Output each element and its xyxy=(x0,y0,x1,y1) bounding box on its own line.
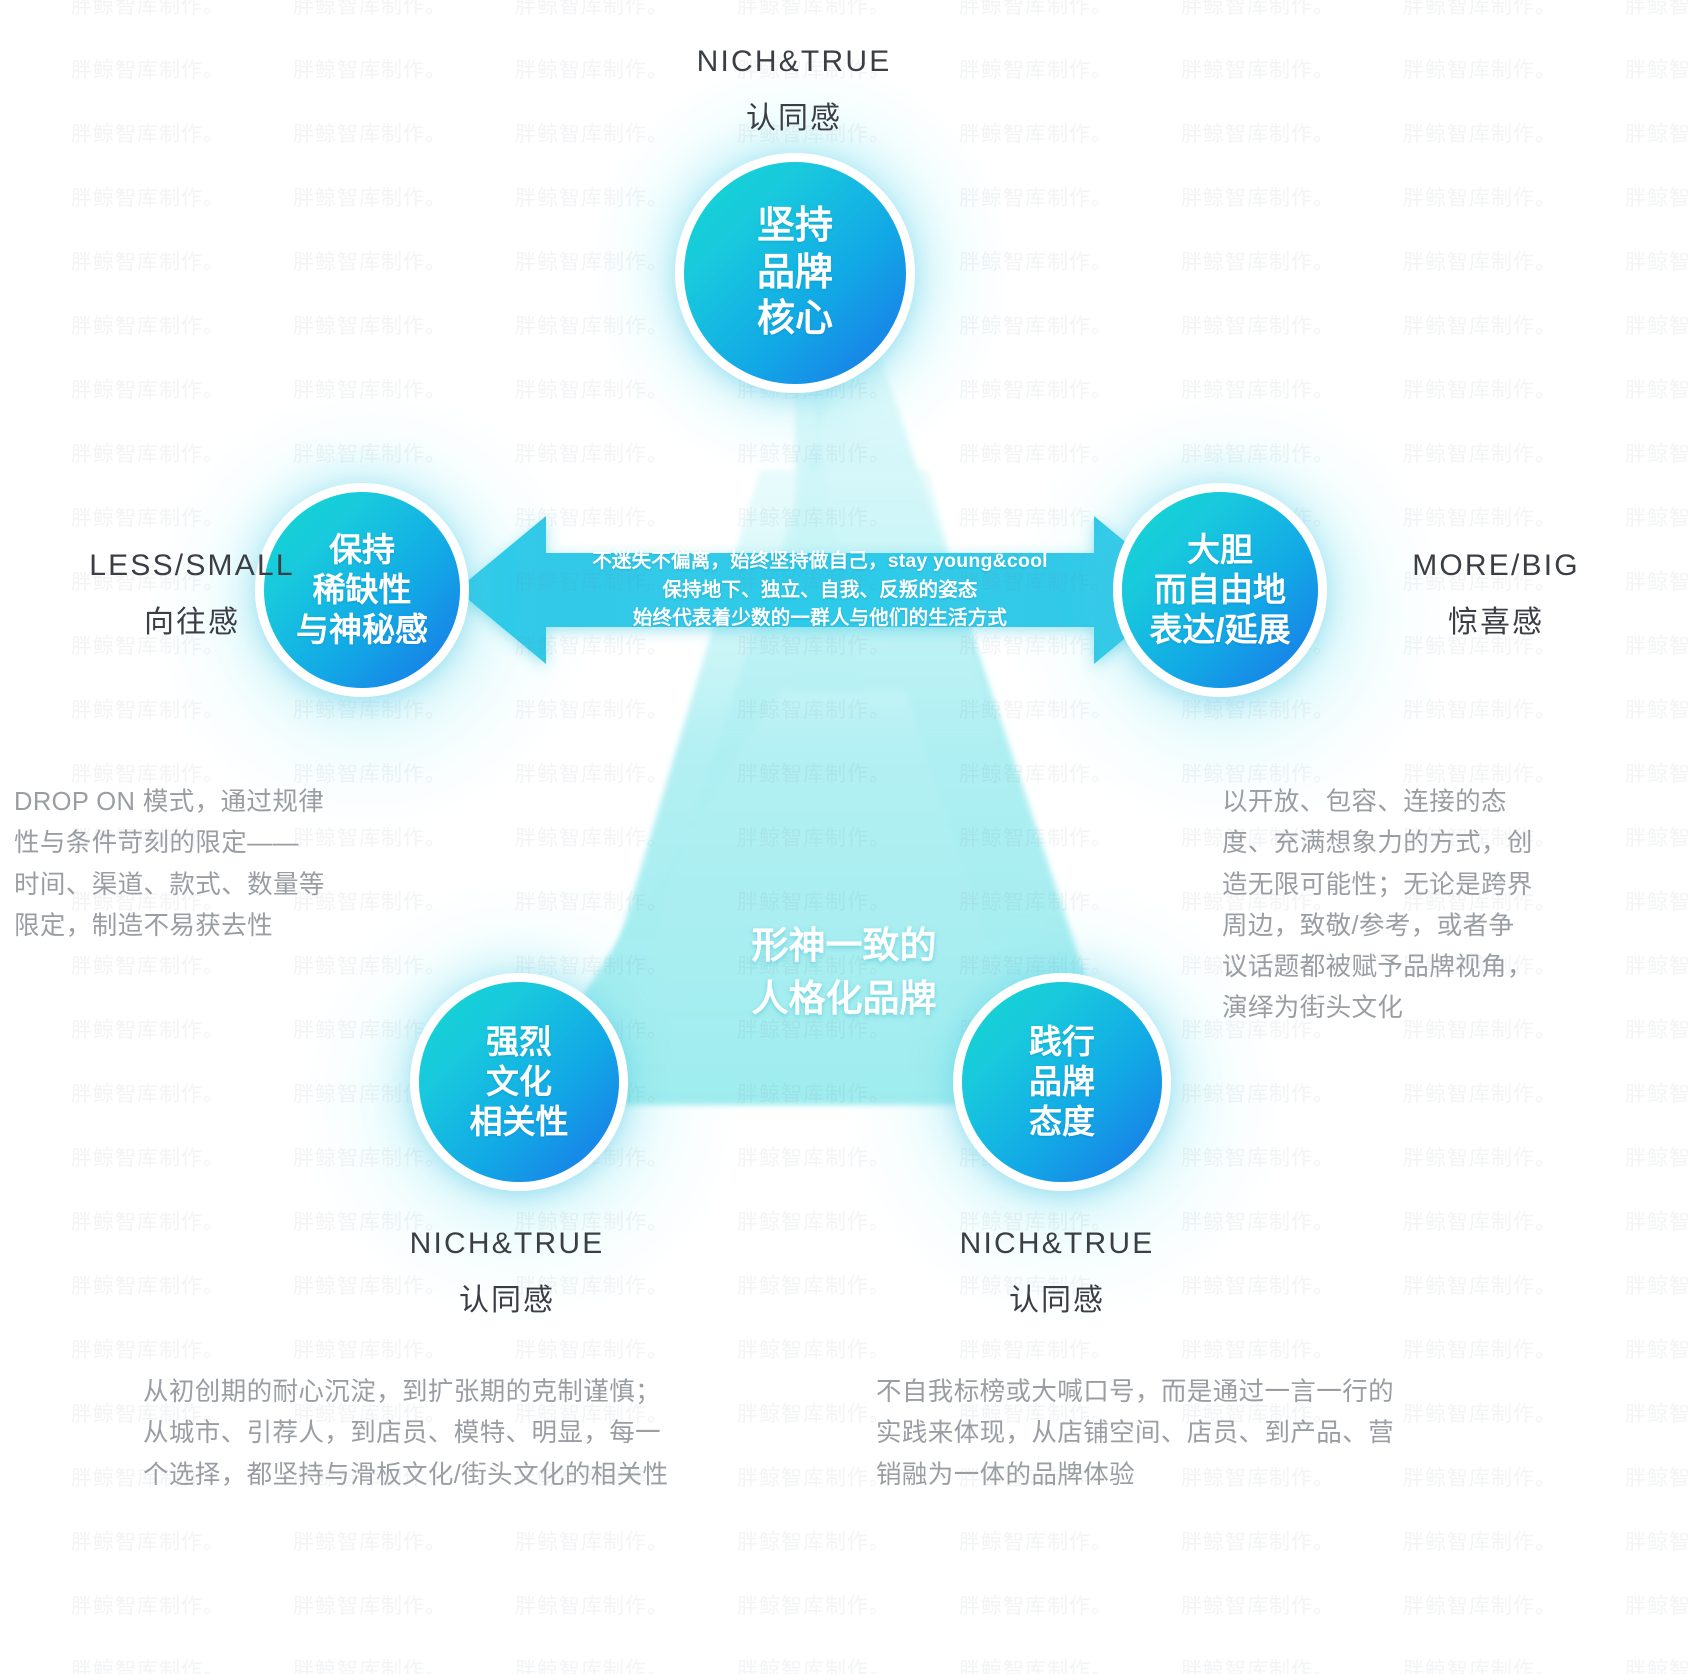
corner-label-right-cn: 惊喜感 xyxy=(1448,606,1544,639)
paragraph-bottom-right: 不自我标榜或大喊口号，而是通过一言一行的 实践来体现，从店铺空间、店员、到产品、… xyxy=(876,1378,1395,1489)
paragraph-left: DROP ON 模式，通过规律 性与条件苛刻的限定—— 时间、渠道、款式、数量等… xyxy=(14,788,325,940)
node-scarcity-label: 保持 稀缺性 与神秘感 xyxy=(296,530,428,649)
corner-label-top: NICH&TRUE 认同感 xyxy=(594,42,994,137)
corner-label-right: MORE/BIG 惊喜感 xyxy=(1296,546,1688,641)
paragraph-right: 以开放、包容、连接的态 度、充满想象力的方式，创 造无限可能性；无论是跨界 周边… xyxy=(1222,788,1533,1023)
arrow-statement: 不迷失不偏离，始终坚持做自己，stay young&cool 保持地下、独立、自… xyxy=(592,550,1048,630)
corner-label-bottom-left-en: NICH&TRUE xyxy=(409,1227,605,1260)
corner-label-left-en: LESS/SMALL xyxy=(89,549,295,582)
node-brand-attitude[interactable]: 践行 品牌 态度 xyxy=(962,982,1162,1182)
node-scarcity[interactable]: 保持 稀缺性 与神秘感 xyxy=(264,492,460,688)
node-culture-relevance-label: 强烈 文化 相关性 xyxy=(469,1022,569,1141)
double-arrow xyxy=(459,516,1181,664)
corner-label-bottom-right-en: NICH&TRUE xyxy=(959,1227,1155,1260)
corner-label-right-en: MORE/BIG xyxy=(1412,549,1580,582)
corner-label-bottom-left-cn: 认同感 xyxy=(459,1284,555,1317)
corner-label-left-cn: 向往感 xyxy=(144,606,240,639)
corner-label-top-en: NICH&TRUE xyxy=(696,45,892,78)
center-caption: 形神一致的 人格化品牌 xyxy=(751,925,937,1019)
node-culture-relevance[interactable]: 强烈 文化 相关性 xyxy=(419,982,619,1182)
node-expression-label: 大胆 而自由地 表达/延展 xyxy=(1149,530,1291,649)
node-brand-attitude-label: 践行 品牌 态度 xyxy=(1029,1022,1095,1141)
corner-label-top-cn: 认同感 xyxy=(746,102,842,135)
corner-label-bottom-right-cn: 认同感 xyxy=(1009,1284,1105,1317)
paragraph-bottom-left: 从初创期的耐心沉淀，到扩张期的克制谨慎； 从城市、引荐人，到店员、模特、明显，每… xyxy=(143,1378,669,1489)
corner-label-left: LESS/SMALL 向往感 xyxy=(0,546,392,641)
corner-label-bottom-left: NICH&TRUE 认同感 xyxy=(307,1224,707,1319)
node-brand-core[interactable]: 坚持 品牌 核心 xyxy=(684,162,906,384)
node-expression[interactable]: 大胆 而自由地 表达/延展 xyxy=(1122,492,1318,688)
node-brand-core-label: 坚持 品牌 核心 xyxy=(756,205,833,341)
corner-label-bottom-right: NICH&TRUE 认同感 xyxy=(857,1224,1257,1319)
